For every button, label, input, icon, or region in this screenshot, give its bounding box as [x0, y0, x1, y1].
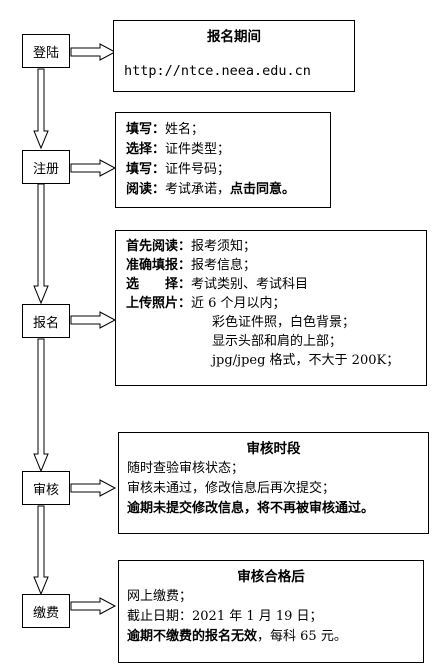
register-line-key: 选择： — [126, 142, 166, 157]
register-info-box: 填写：姓名； 选择：证件类型； 填写：证件号码； 阅读：考试承诺，点击同意。 — [115, 112, 331, 208]
register-line: 填写：证件号码； — [126, 160, 320, 180]
step-login: 登陆 — [22, 34, 70, 68]
arrow-login-to-info — [70, 43, 117, 61]
register-line-value: 考试承诺， — [165, 182, 231, 197]
pay-fee-text: ，每科 65 元。 — [257, 629, 347, 644]
step-login-label: 登陆 — [32, 45, 59, 61]
step-apply: 报名 — [22, 304, 70, 338]
review-info-box: 审核时段 随时查验审核状态； 审核未通过，修改信息后再次提交； 逾期未提交修改信… — [118, 432, 429, 534]
review-line: 随时查验审核状态； — [127, 461, 245, 476]
apply-line-key: 准确填报： — [126, 258, 192, 273]
step-pay-label: 缴费 — [32, 605, 59, 621]
apply-line-value: 近 6 个月以内； — [191, 296, 286, 311]
apply-photo-line: jpg/jpeg 格式，不大于 200K； — [212, 353, 400, 368]
step-review: 审核 — [22, 471, 70, 505]
register-line-value: 证件类型； — [165, 142, 231, 157]
register-line-key: 填写： — [126, 162, 166, 177]
login-info-url: http://ntce.neea.edu.cn — [124, 63, 311, 79]
review-warning: 逾期未提交修改信息，将不再被审核通过。 — [127, 501, 375, 516]
register-line: 选择：证件类型； — [126, 140, 320, 160]
apply-line-key: 选 择： — [126, 277, 192, 292]
register-line-key: 填写： — [126, 122, 166, 137]
pay-invalid-warning: 逾期不缴费的报名无效 — [127, 629, 258, 644]
step-register: 注册 — [22, 150, 70, 184]
arrow-pay-to-info — [70, 597, 117, 615]
arrow-login-to-register — [33, 68, 49, 150]
apply-line-value: 报考须知； — [191, 239, 257, 254]
register-line-value: 姓名； — [165, 122, 205, 137]
apply-info-box: 首先阅读：报考须知； 准确填报：报考信息； 选 择：考试类别、考试科目 上传照片… — [115, 230, 427, 386]
step-register-label: 注册 — [32, 161, 59, 177]
register-line-key: 阅读： — [126, 182, 166, 197]
pay-info-title: 审核合格后 — [237, 569, 305, 585]
register-line-value: 证件号码； — [165, 162, 231, 177]
register-line: 填写：姓名； — [126, 120, 320, 140]
arrow-apply-to-review — [33, 338, 49, 473]
apply-line: 首先阅读：报考须知； — [126, 237, 416, 256]
apply-line: 选 择：考试类别、考试科目 — [126, 275, 416, 294]
step-review-label: 审核 — [32, 482, 59, 498]
apply-line: 上传照片：近 6 个月以内； — [126, 294, 416, 313]
review-info-title: 审核时段 — [246, 441, 301, 457]
apply-line: 准确填报：报考信息； — [126, 256, 416, 275]
login-info-box: 报名期间 http://ntce.neea.edu.cn — [113, 20, 355, 92]
apply-line-value: 考试类别、考试科目 — [191, 277, 309, 292]
apply-line-key: 首先阅读： — [126, 239, 192, 254]
apply-photo-line: 彩色证件照，白色背景； — [212, 315, 356, 330]
arrow-register-to-apply — [33, 183, 49, 305]
arrow-register-to-info — [70, 159, 117, 177]
pay-fee-line: 逾期不缴费的报名无效，每科 65 元。 — [127, 627, 415, 647]
register-line-emphasis: 点击同意。 — [230, 182, 296, 197]
pay-line: 截止日期：2021 年 1 月 19 日； — [127, 609, 323, 624]
pay-line: 网上缴费； — [127, 589, 193, 604]
arrow-apply-to-info — [70, 311, 117, 329]
review-line: 审核未通过，修改信息后再次提交； — [127, 481, 336, 496]
register-line: 阅读：考试承诺，点击同意。 — [126, 180, 320, 200]
apply-photo-line: 显示头部和肩的上部； — [212, 334, 343, 349]
step-apply-label: 报名 — [32, 315, 59, 331]
login-info-title: 报名期间 — [207, 29, 261, 45]
pay-info-box: 审核合格后 网上缴费； 截止日期：2021 年 1 月 19 日； 逾期不缴费的… — [118, 560, 424, 663]
arrow-review-to-info — [70, 479, 117, 497]
apply-line-value: 报考信息； — [191, 258, 257, 273]
step-pay: 缴费 — [22, 594, 70, 628]
arrow-review-to-pay — [33, 505, 49, 596]
apply-line-key: 上传照片： — [126, 296, 192, 311]
